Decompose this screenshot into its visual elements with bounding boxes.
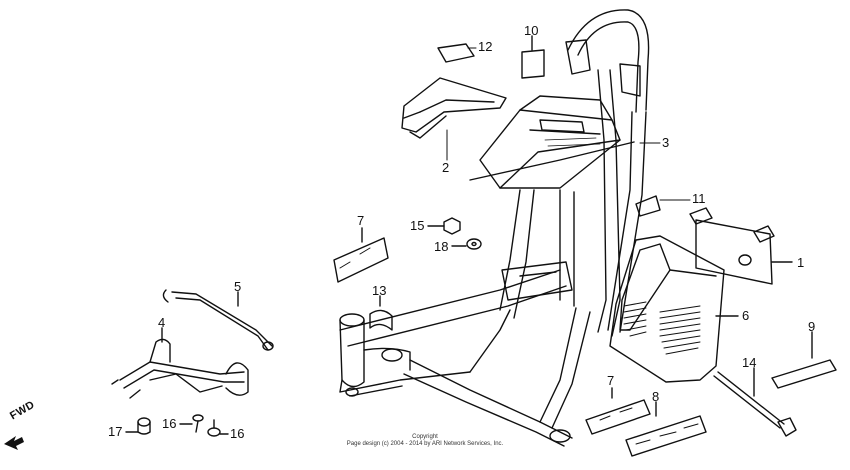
fwd-arrow-icon: [4, 436, 24, 450]
wire-bracket-part-5[interactable]: [163, 290, 273, 350]
label-8: 8: [652, 389, 660, 404]
label-4: 4: [158, 315, 166, 330]
bolt-part-16-b[interactable]: [208, 420, 228, 436]
label-16-a: 16: [162, 416, 177, 431]
strip-part-7-lower[interactable]: [586, 388, 650, 434]
plate-part-1[interactable]: [690, 208, 792, 284]
cap-part-17[interactable]: [126, 418, 150, 434]
pad-part-12[interactable]: [438, 44, 474, 62]
label-11: 11: [692, 191, 706, 206]
leader-lines: [447, 48, 690, 200]
copyright-notice: Copyright Page design (c) 2004 - 2014 by…: [300, 434, 550, 448]
label-18: 18: [434, 239, 449, 254]
grille-slats: [624, 302, 700, 354]
side-cover-part-6[interactable]: [610, 236, 738, 382]
label-part-10[interactable]: [522, 36, 544, 78]
nut-part-15[interactable]: [428, 218, 460, 234]
label-10: 10: [524, 23, 539, 38]
strip-part-9[interactable]: [772, 332, 836, 388]
label-17: 17: [108, 424, 123, 439]
label-12: 12: [478, 39, 493, 54]
label-2: 2: [442, 160, 450, 175]
label-6: 6: [742, 308, 750, 323]
label-7-lower: 7: [607, 373, 615, 388]
label-9: 9: [808, 319, 816, 334]
washer-part-18[interactable]: [452, 239, 481, 249]
label-13: 13: [372, 283, 387, 298]
label-14: 14: [742, 355, 757, 370]
label-5: 5: [234, 279, 242, 294]
bolt-part-14[interactable]: [714, 368, 796, 436]
copyright-line-2: Page design (c) 2004 - 2014 by ARI Netwo…: [346, 441, 504, 447]
label-part-11[interactable]: [636, 196, 660, 216]
clip-part-13[interactable]: [370, 296, 392, 330]
label-3: 3: [662, 135, 670, 150]
label-16-b: 16: [230, 426, 245, 441]
strip-part-8[interactable]: [626, 402, 706, 456]
label-15: 15: [410, 218, 425, 233]
bracket-part-2[interactable]: [402, 78, 506, 138]
frame-part-3[interactable]: [340, 10, 649, 446]
bolt-part-16-a[interactable]: [180, 415, 203, 432]
stand-bracket-part-4[interactable]: [112, 328, 248, 398]
label-1: 1: [797, 255, 805, 270]
copyright-line-1: Copyright: [412, 434, 438, 440]
label-7-upper: 7: [357, 213, 365, 228]
strip-part-7-upper[interactable]: [334, 228, 388, 282]
